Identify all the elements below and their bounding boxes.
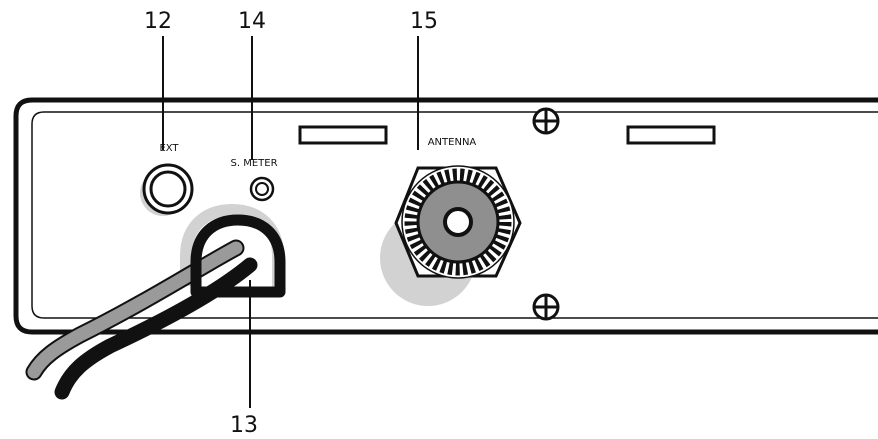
power-cord — [25, 203, 286, 400]
phillips-screw-icon — [532, 107, 560, 135]
label-antenna: ANTENNA — [428, 137, 477, 148]
vent-slot-right — [626, 125, 716, 145]
ext-jack — [140, 163, 194, 216]
vent-slot-left — [298, 125, 388, 145]
s-meter-jack — [249, 176, 275, 202]
chassis-inner-edge — [31, 111, 878, 319]
cable-black — [54, 257, 258, 400]
grommet — [190, 214, 286, 298]
phillips-screw-icon — [532, 293, 560, 321]
antenna-knurl-ring — [404, 168, 512, 276]
label-ext: EXT — [159, 143, 179, 154]
chassis — [13, 97, 878, 335]
leader-lines — [162, 36, 419, 408]
callout-13: 13 — [230, 413, 258, 438]
callout-12: 12 — [144, 9, 172, 34]
chassis-outer-edge — [13, 97, 878, 335]
callout-15: 15 — [410, 9, 438, 34]
callout-14: 14 — [238, 9, 266, 34]
antenna-connector — [380, 165, 522, 306]
label-s-meter: S. METER — [230, 158, 277, 169]
